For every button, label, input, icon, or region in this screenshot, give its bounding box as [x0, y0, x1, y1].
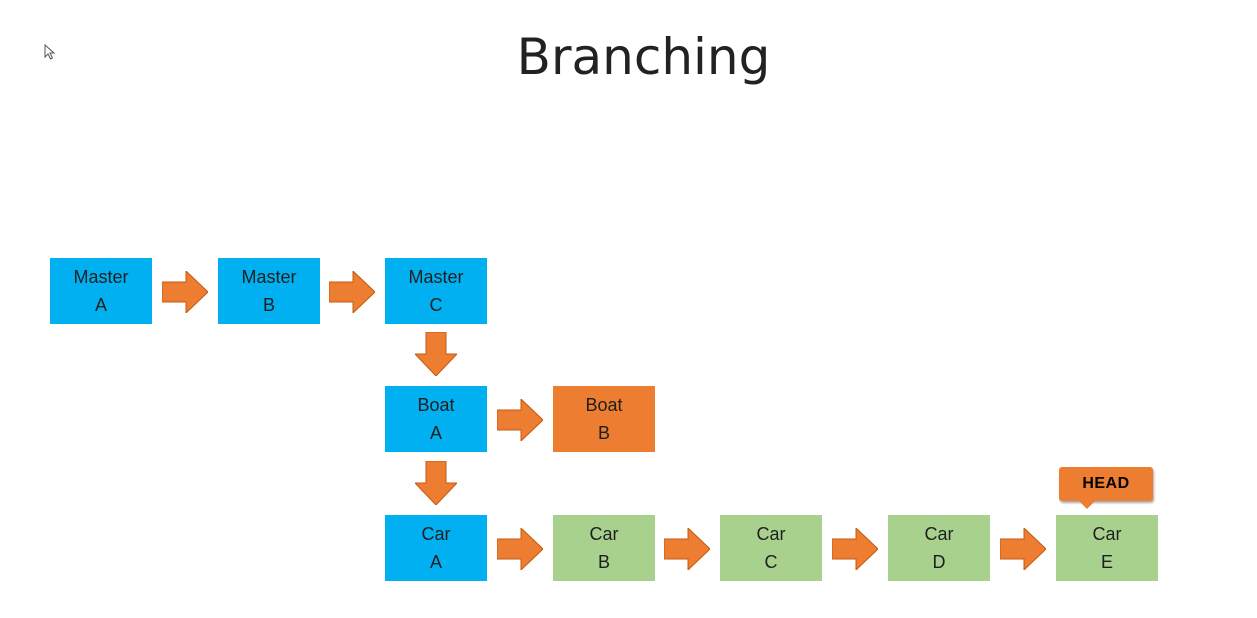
node-label-line1: Boat [585, 395, 623, 415]
arrow-right-icon [497, 399, 543, 441]
node-label-line1: Car [589, 524, 619, 544]
node-car-e: Car E [1056, 515, 1158, 581]
node-label-line1: Car [756, 524, 786, 544]
node-label-line2: B [262, 295, 275, 315]
mouse-pointer-icon [44, 44, 56, 60]
node-label-line2: B [597, 552, 610, 572]
node-car-d: Car D [888, 515, 990, 581]
node-label-line1: Car [1092, 524, 1122, 544]
node-car-a: Car A [385, 515, 487, 581]
node-label-line2: A [429, 423, 442, 443]
arrow-right-icon [1000, 528, 1046, 570]
node-label-line2: A [94, 295, 107, 315]
node-master-a: Master A [50, 258, 152, 324]
arrow-right-icon [832, 528, 878, 570]
node-label-line2: B [597, 423, 610, 443]
node-boat-b: Boat B [553, 386, 655, 452]
node-master-c: Master C [385, 258, 487, 324]
node-car-b: Car B [553, 515, 655, 581]
node-label-line2: D [932, 552, 946, 572]
node-label-line1: Master [408, 267, 464, 287]
node-label-line2: C [764, 552, 778, 572]
arrow-down-icon [415, 461, 457, 505]
arrow-right-icon [329, 271, 375, 313]
slide-title: Branching [516, 28, 771, 86]
node-label-line2: E [1100, 552, 1113, 572]
arrow-right-icon [162, 271, 208, 313]
node-label-line2: C [429, 295, 443, 315]
node-label-line1: Boat [417, 395, 455, 415]
arrow-down-icon [415, 332, 457, 376]
head-pointer-label: HEAD [1059, 467, 1153, 501]
node-label-line1: Car [924, 524, 954, 544]
head-pointer-tail [1078, 500, 1096, 509]
arrow-right-icon [664, 528, 710, 570]
node-master-b: Master B [218, 258, 320, 324]
node-label-line1: Car [421, 524, 451, 544]
node-label-line1: Master [73, 267, 129, 287]
node-boat-a: Boat A [385, 386, 487, 452]
arrow-right-icon [497, 528, 543, 570]
node-label-line1: Master [241, 267, 297, 287]
node-label-line2: A [429, 552, 442, 572]
node-car-c: Car C [720, 515, 822, 581]
